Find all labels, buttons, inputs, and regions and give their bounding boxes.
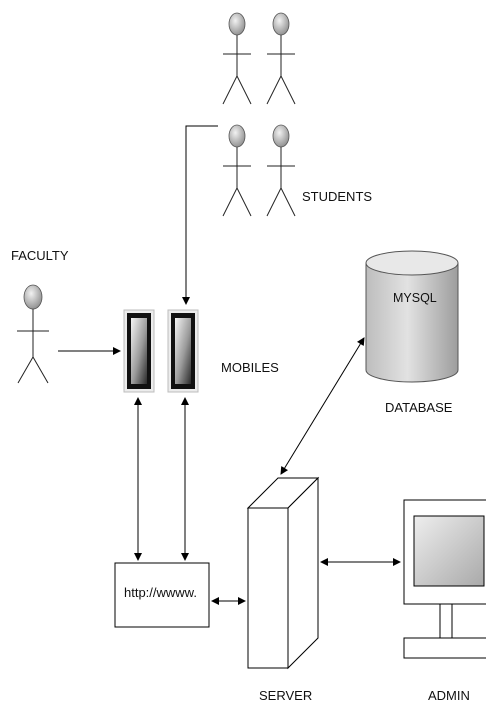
mobile-device: [167, 309, 199, 393]
mobiles-label: MOBILES: [221, 360, 279, 375]
web-url-box: [114, 562, 210, 628]
faculty-actor: [17, 284, 49, 384]
students-label: STUDENTS: [302, 189, 372, 204]
student-actor: [266, 124, 296, 217]
server-label: SERVER: [259, 688, 312, 703]
mobile-device: [123, 309, 155, 393]
mysql-label: MYSQL: [393, 291, 437, 305]
database-cylinder: [365, 250, 459, 383]
student-actor: [222, 12, 252, 105]
server-database-connector: [280, 337, 365, 475]
students-connector: [182, 125, 218, 305]
database-label: DATABASE: [385, 400, 453, 415]
admin-computer-icon: [403, 499, 486, 659]
student-actor: [266, 12, 296, 105]
server-icon: [246, 476, 320, 670]
admin-label: ADMIN: [428, 688, 470, 703]
student-actor: [222, 124, 252, 217]
faculty-label: FACULTY: [11, 248, 69, 263]
web-url-label: http://wwww.: [124, 585, 197, 600]
